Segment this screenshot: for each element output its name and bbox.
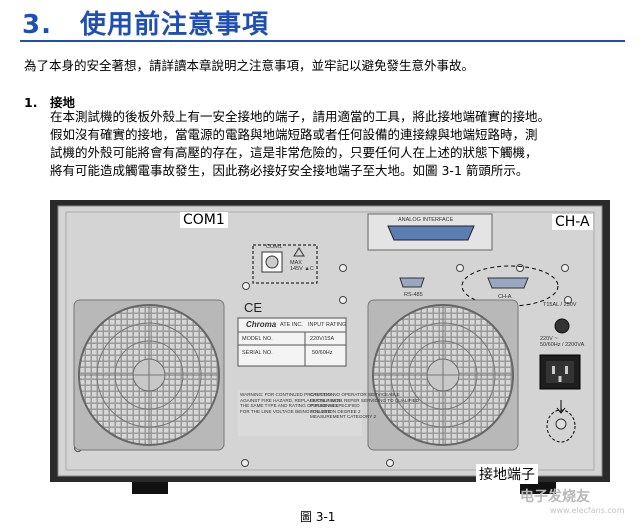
- watermark-text: 电子发烧友: [520, 489, 590, 505]
- com1-small-label: COM1: [266, 244, 282, 250]
- cha-callout: CH-A: [552, 214, 593, 230]
- warning-block: [238, 390, 362, 436]
- right-foot: [520, 482, 556, 494]
- rs485-label: RS-485: [404, 292, 423, 298]
- ground-terminal: [555, 418, 567, 430]
- watermark-url: www.elecfans.com: [550, 506, 625, 515]
- left-foot: [132, 482, 168, 494]
- model-no-label: MODEL NO.: [242, 336, 273, 342]
- brand-logo: Chroma: [246, 320, 277, 329]
- section-title: 使用前注意事項: [80, 10, 270, 40]
- warning-text: WARNING: FOR CONTINUED PROTECTION AGAINS…: [240, 392, 360, 414]
- gpib-connector: [387, 225, 475, 241]
- section-number: 3.: [22, 10, 52, 40]
- paragraph-line: 試機的外殼可能將會有高壓的存在，這是非常危險的，只要任何人在上述的狀態下觸機，: [50, 145, 538, 160]
- intro-text: 為了本身的安全著想，請詳讀本章說明之注意事項，並牢記以避免發生意外事故。: [24, 58, 475, 73]
- heading-rule: [20, 40, 625, 42]
- max-rating-label: MAX 145V ▲C: [290, 260, 314, 272]
- company-label: ATE INC.: [280, 322, 303, 328]
- right-fan: [367, 299, 519, 451]
- caution-text: CAUTION: NO OPERATOR SERVICEABLE PARTS I…: [310, 392, 420, 419]
- fuse-holder: [554, 318, 570, 334]
- nameplate: [237, 317, 347, 367]
- subsection-number: 1.: [24, 95, 38, 110]
- ce-mark: CE: [244, 300, 263, 315]
- com1-callout: COM1: [180, 212, 228, 228]
- fuse-label: T15AL / 250V: [543, 302, 577, 308]
- left-fan: [73, 299, 225, 451]
- subsection-title: 接地: [50, 95, 76, 110]
- rating-frequency: 50/60Hz: [312, 350, 333, 356]
- power-rating-label: 220V ~ 50/60Hz / 2200VA: [540, 336, 585, 348]
- figure-caption: 圖 3-1: [300, 510, 336, 524]
- ground-callout: 接地端子: [476, 464, 538, 484]
- rating-voltage: 220V/15A: [310, 336, 335, 342]
- watermark: 电子发烧友 www.elecfans.com: [520, 486, 625, 515]
- section-heading: 3. 使用前注意事項: [22, 4, 269, 41]
- cha-highlight: [461, 265, 559, 307]
- cha-port-label: CH-A: [498, 294, 512, 300]
- paragraph-line: 將有可能造成觸電事故發生，因此務必接好安全接地端子至大地。如圖 3-1 箭頭所示…: [50, 163, 529, 178]
- serial-no-label: SERIAL NO.: [242, 350, 273, 356]
- grounding-paragraph: 在本測試機的後板外殼上有一安全接地的端子，請用適當的工具，將此接地端確實的接地。…: [50, 108, 635, 180]
- rear-panel-figure: COM1 CH-A 接地端子 ANALOG INTERFACE COM1 MAX…: [50, 200, 610, 498]
- interface-label: ANALOG INTERFACE: [398, 217, 454, 223]
- rear-panel-drawing: [50, 200, 610, 494]
- rs485-connector: [399, 277, 425, 288]
- com1-highlight: [252, 244, 318, 284]
- paragraph-line: 在本測試機的後板外殼上有一安全接地的端子，請用適當的工具，將此接地端確實的接地。: [50, 109, 551, 124]
- cha-connector: [487, 277, 529, 289]
- subsection-heading: 1. 接地: [24, 92, 75, 111]
- paragraph-line: 假如沒有確實的接地，當電源的電路與地端短路或者任何設備的連接線與地端短路時，測: [50, 127, 538, 142]
- input-rating-label: INPUT RATING: [308, 322, 347, 328]
